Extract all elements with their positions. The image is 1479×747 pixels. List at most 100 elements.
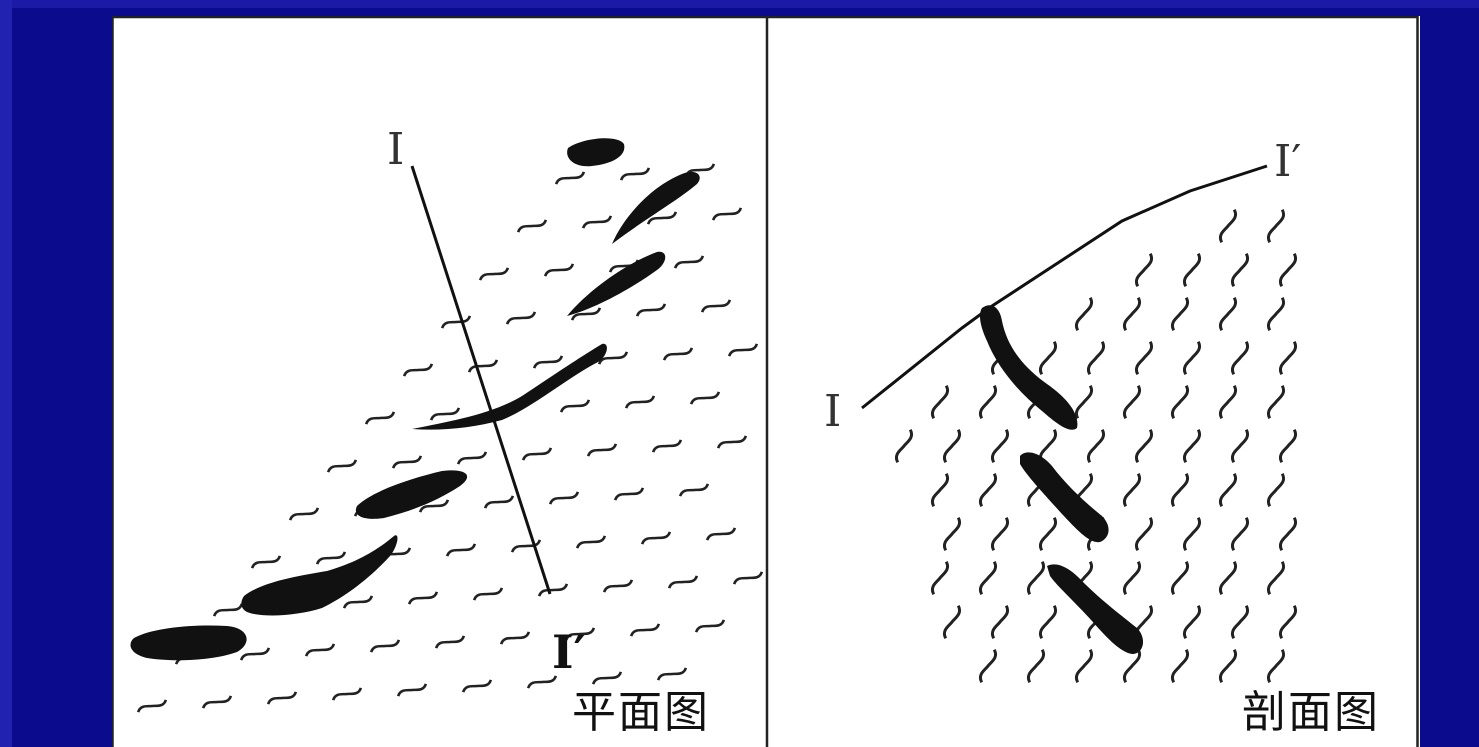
plan-ore-body bbox=[567, 138, 625, 167]
schistosity-symbol bbox=[978, 560, 998, 596]
schistosity-symbol bbox=[673, 255, 705, 269]
schistosity-symbol bbox=[548, 491, 580, 505]
schistosity-symbol bbox=[499, 631, 531, 645]
schistosity-symbol bbox=[930, 560, 950, 596]
schistosity-symbol bbox=[1074, 384, 1094, 420]
schistosity-symbol bbox=[445, 543, 477, 557]
schistosity-symbol bbox=[1182, 604, 1202, 640]
schistosity-symbol bbox=[543, 263, 575, 277]
schistosity-symbol bbox=[1134, 340, 1154, 376]
schistosity-symbol bbox=[1266, 384, 1286, 420]
schistosity-symbol bbox=[526, 675, 558, 689]
schistosity-symbol bbox=[684, 163, 716, 177]
schistosity-symbol bbox=[1122, 472, 1142, 508]
schistosity-symbol bbox=[930, 384, 950, 420]
schistosity-symbol bbox=[613, 487, 645, 501]
schistosity-symbol bbox=[266, 691, 298, 705]
schistosity-symbol bbox=[1266, 208, 1286, 244]
schistosity-symbol bbox=[1218, 560, 1238, 596]
schistosity-symbol bbox=[1266, 472, 1286, 508]
schistosity-symbol bbox=[716, 435, 748, 449]
schistosity-symbol bbox=[894, 428, 914, 464]
schistosity-symbol bbox=[656, 667, 688, 681]
schistosity-symbol bbox=[564, 627, 596, 641]
plan-line-start-label: I bbox=[387, 124, 404, 175]
schistosity-symbol bbox=[667, 575, 699, 589]
schistosity-symbol bbox=[1278, 428, 1298, 464]
schistosity-symbol bbox=[1266, 296, 1286, 332]
section-ore-bodies bbox=[979, 305, 1144, 654]
schistosity-symbol bbox=[1170, 560, 1190, 596]
schistosity-symbol bbox=[1086, 340, 1106, 376]
schistosity-symbol bbox=[1026, 560, 1046, 596]
schistosity-symbol bbox=[1170, 384, 1190, 420]
schistosity-symbol bbox=[467, 359, 499, 373]
schistosity-symbol bbox=[629, 623, 661, 637]
plan-line-end-label: I′ bbox=[552, 625, 586, 679]
schistosity-symbol bbox=[662, 347, 694, 361]
schistosity-symbol bbox=[434, 635, 466, 649]
schistosity-symbol bbox=[1278, 340, 1298, 376]
section-line-start-label: I bbox=[824, 386, 841, 437]
schistosity-symbol bbox=[331, 687, 363, 701]
plan-ore-bodies bbox=[130, 138, 700, 661]
schistosity-symbol bbox=[521, 447, 553, 461]
schistosity-symbol bbox=[304, 643, 336, 657]
schistosity-symbol bbox=[651, 439, 683, 453]
plan-ore-body bbox=[130, 625, 247, 661]
schistosity-symbol bbox=[1182, 340, 1202, 376]
schistosity-symbol bbox=[456, 451, 488, 465]
schistosity-symbol bbox=[1038, 516, 1058, 552]
schistosity-symbol bbox=[646, 211, 678, 225]
schistosity-symbol bbox=[1218, 648, 1238, 684]
section-surface-line bbox=[861, 164, 1268, 410]
schistosity-symbol bbox=[678, 483, 710, 497]
plan-ore-body bbox=[355, 470, 468, 519]
schistosity-symbol bbox=[619, 167, 651, 181]
schistosity-symbol bbox=[554, 171, 586, 185]
schistosity-symbol bbox=[364, 411, 396, 425]
schistosity-symbol bbox=[640, 531, 672, 545]
schistosity-symbol bbox=[1266, 560, 1286, 596]
schistosity-symbol bbox=[1134, 428, 1154, 464]
section-ore-body bbox=[979, 305, 1078, 430]
schistosity-symbol bbox=[1170, 296, 1190, 332]
schistosity-symbol bbox=[602, 579, 634, 593]
schistosity-symbol bbox=[559, 399, 591, 413]
figure-border bbox=[112, 16, 1419, 747]
schistosity-symbol bbox=[212, 603, 244, 617]
schistosity-symbol bbox=[288, 507, 320, 521]
schistosity-symbol bbox=[978, 648, 998, 684]
schistosity-symbol bbox=[1122, 648, 1142, 684]
schistosity-symbol bbox=[1038, 428, 1058, 464]
schistosity-symbol bbox=[315, 551, 347, 565]
schistosity-symbol bbox=[239, 647, 271, 661]
schistosity-symbol bbox=[1074, 648, 1094, 684]
schistosity-symbol bbox=[1134, 516, 1154, 552]
schistosity-symbol bbox=[250, 555, 282, 569]
schistosity-symbol bbox=[402, 363, 434, 377]
plan-ore-body bbox=[567, 251, 666, 316]
schistosity-symbol bbox=[990, 604, 1010, 640]
schistosity-symbol bbox=[930, 472, 950, 508]
schistosity-symbol bbox=[1170, 648, 1190, 684]
plan-ore-body bbox=[241, 535, 398, 616]
schistosity-symbol bbox=[1266, 648, 1286, 684]
schistosity-symbol bbox=[1122, 560, 1142, 596]
schistosity-symbol bbox=[1182, 428, 1202, 464]
schistosity-symbol bbox=[369, 639, 401, 653]
plan-section-line bbox=[410, 165, 552, 595]
schistosity-symbol bbox=[978, 472, 998, 508]
schistosity-symbol bbox=[591, 671, 623, 685]
schistosity-symbol bbox=[532, 355, 564, 369]
schistosity-symbol bbox=[581, 215, 613, 229]
schistosity-symbol bbox=[1230, 516, 1250, 552]
schistosity-symbol bbox=[1230, 604, 1250, 640]
schistosity-symbol bbox=[472, 587, 504, 601]
schistosity-symbol bbox=[597, 351, 629, 365]
schistosity-symbol bbox=[570, 307, 602, 321]
schistosity-symbol bbox=[1134, 252, 1154, 288]
section-ore-body bbox=[1020, 452, 1109, 543]
schistosity-symbol bbox=[537, 583, 569, 597]
schistosity-symbol bbox=[694, 619, 726, 633]
